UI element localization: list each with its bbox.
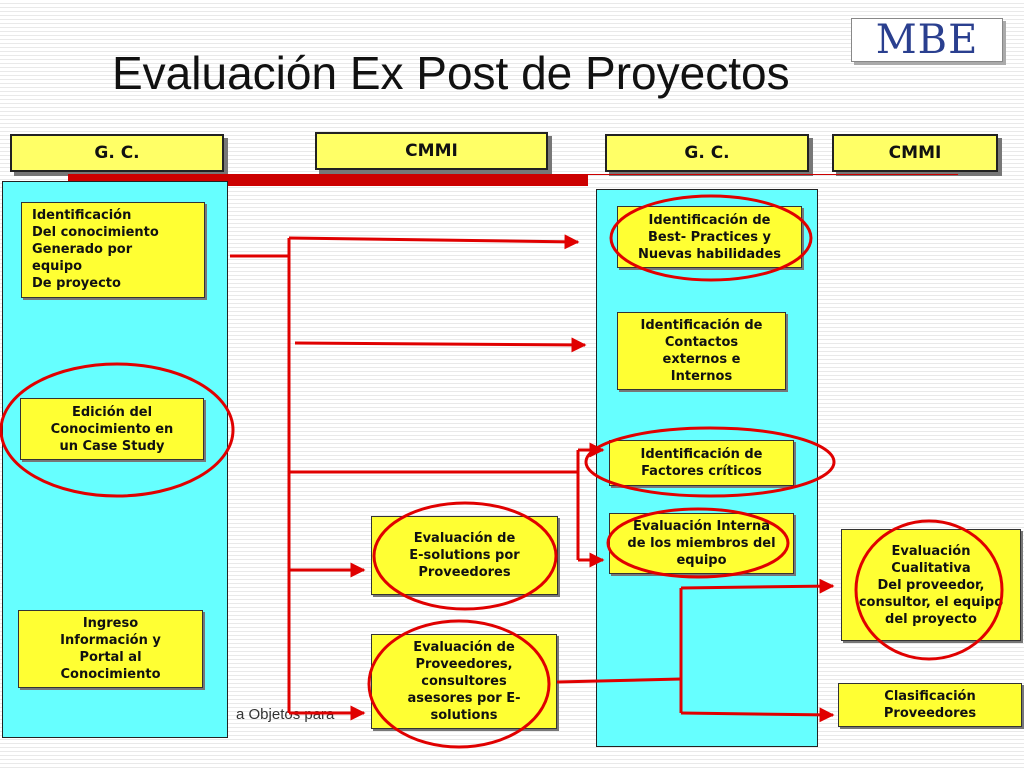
box-evaluacion-proveedores: Evaluación de Proveedores, consultores a… [371, 634, 557, 729]
highlight-ring-best-practices [609, 194, 813, 282]
highlight-ring-edicion [0, 362, 235, 498]
highlight-ring-proveedores [367, 619, 551, 749]
header-gc-1: G. C. [10, 134, 224, 172]
header-cmmi-2: CMMI [832, 134, 998, 172]
box-contactos: Identificación de Contactos externos e I… [617, 312, 786, 390]
arrow-to-clasificacion [680, 707, 835, 723]
box-ingreso-portal: Ingreso Información y Portal al Conocimi… [18, 610, 203, 688]
footer-text: a Objetos para [236, 706, 335, 723]
arrow-to-contactos [294, 337, 587, 353]
box-evaluacion-interna: Evaluación Interna de los miembros del e… [609, 513, 794, 574]
arrow-to-best-practices [288, 234, 580, 250]
box-edicion-case-study: Edición del Conocimiento en un Case Stud… [20, 398, 204, 460]
box-clasificacion-proveedores: Clasificación Proveedores [838, 683, 1022, 727]
box-factores-criticos: Identificación de Factores críticos [609, 440, 794, 486]
arrow-to-cualitativa [680, 578, 835, 594]
header-red-line [588, 174, 958, 175]
header-cmmi-1: CMMI [315, 132, 548, 170]
highlight-ring-eval-interna [606, 507, 790, 579]
line-proveedores-out [556, 677, 682, 684]
box-identificacion-conocimiento: Identificación Del conocimiento Generado… [21, 202, 205, 298]
slide-title: Evaluación Ex Post de Proyectos [112, 47, 790, 99]
highlight-ring-factores [584, 426, 836, 498]
box-best-practices: Identificación de Best- Practices y Nuev… [617, 206, 802, 268]
box-evaluacion-cualitativa: Evaluación Cualitativa Del proveedor, co… [841, 529, 1021, 641]
box-evaluacion-esolutions: Evaluación de E-solutions por Proveedore… [371, 516, 558, 595]
mbe-logo: MBE [851, 18, 1003, 62]
header-gc-2: G. C. [605, 134, 809, 172]
highlight-ring-cualitativa [854, 519, 1004, 661]
highlight-ring-esolutions [372, 501, 558, 611]
